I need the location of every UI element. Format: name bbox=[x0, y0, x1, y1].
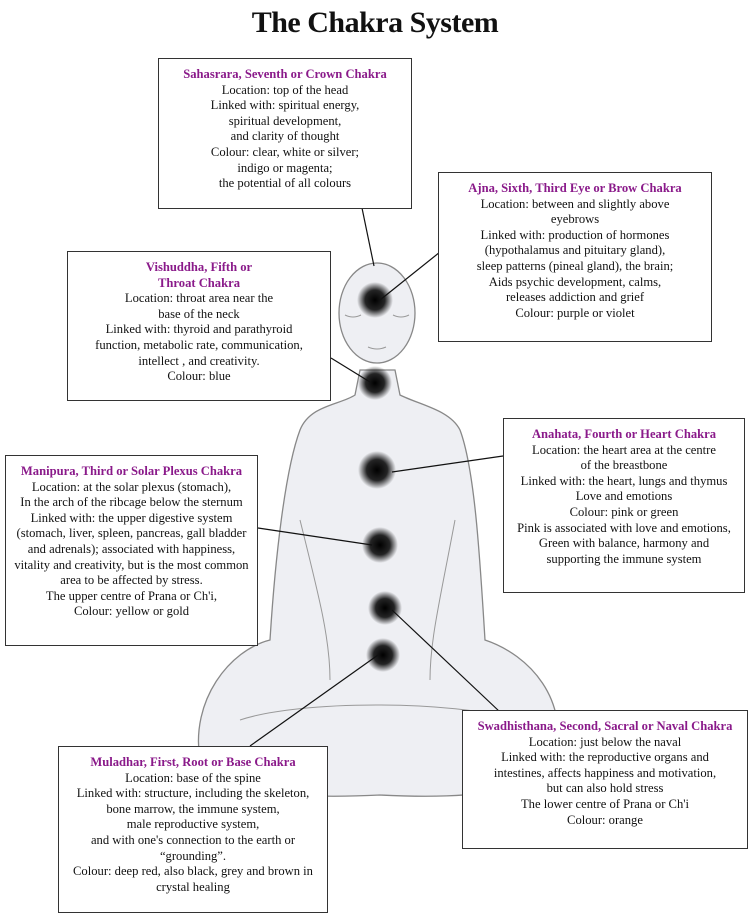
chakra-description-line: Colour: clear, white or silver; bbox=[210, 144, 360, 159]
chakra-description-line: Location: top of the head bbox=[221, 82, 349, 97]
chakra-description-line: Location: base of the spine bbox=[125, 770, 261, 785]
chakra-description-line: Linked with: spiritual energy, bbox=[210, 98, 360, 113]
chakra-description-line: bone marrow, the immune system, bbox=[106, 801, 280, 816]
chakra-description-line: Colour: orange bbox=[567, 812, 643, 827]
chakra-description-line: supporting the immune system bbox=[546, 551, 702, 566]
chakra-description-line: of the breastbone bbox=[580, 458, 668, 473]
chakra-description-line: vitality and creativity, but is the most… bbox=[14, 557, 249, 572]
muladhar-chakra-dot bbox=[366, 638, 400, 672]
chakra-description-line: sleep patterns (pineal gland), the brain… bbox=[476, 258, 674, 273]
chakra-heading: Ajna, Sixth, Third Eye or Brow Chakra bbox=[468, 181, 682, 195]
page-title: The Chakra System bbox=[251, 6, 499, 39]
chakra-description-line: and adrenals); associated with happiness… bbox=[27, 541, 236, 556]
vishuddha-chakra-dot bbox=[358, 366, 392, 400]
connector-manipura bbox=[257, 527, 373, 546]
chakra-description-line: Location: just below the naval bbox=[528, 734, 682, 749]
chakra-description-line: Location: the heart area at the centre bbox=[532, 442, 716, 457]
chakra-description-line: area to be affected by stress. bbox=[60, 573, 203, 588]
chakra-description-line: Pink is associated with love and emotion… bbox=[517, 520, 731, 535]
chakra-description-line: “grounding”. bbox=[159, 848, 227, 863]
chakra-description-line: intestines, affects happiness and motiva… bbox=[493, 765, 717, 780]
chakra-description-line: but can also hold stress bbox=[546, 781, 664, 796]
chakra-description-line: Green with balance, harmony and bbox=[538, 536, 710, 551]
chakra-description-line: Linked with: production of hormones bbox=[480, 227, 670, 242]
chakra-heading: Anahata, Fourth or Heart Chakra bbox=[531, 427, 717, 441]
connector-vishuddha bbox=[330, 357, 371, 383]
chakra-heading: Throat Chakra bbox=[158, 275, 240, 290]
chakra-description-line: Linked with: the heart, lungs and thymus bbox=[520, 473, 728, 488]
chakra-description-line: Aids psychic development, calms, bbox=[488, 274, 662, 289]
swadhisthana-box: Swadhisthana, Second, Sacral or Naval Ch… bbox=[462, 710, 748, 849]
body-outline bbox=[197, 262, 559, 797]
chakra-heading: Muladhar, First, Root or Base Chakra bbox=[90, 755, 296, 769]
chakra-description-line: the potential of all colours bbox=[218, 176, 352, 191]
chakra-description-line: Location: at the solar plexus (stomach), bbox=[31, 479, 232, 494]
chakra-heading: Sahasrara, Seventh or Crown Chakra bbox=[183, 67, 387, 81]
chakra-description-line: Love and emotions bbox=[575, 489, 673, 504]
chakra-description-line: spiritual development, bbox=[228, 113, 342, 128]
chakra-description-line: and clarity of thought bbox=[230, 129, 340, 144]
chakra-heading: Vishuddha, Fifth or bbox=[145, 260, 253, 274]
chakra-description-line: Linked with: structure, including the sk… bbox=[76, 786, 310, 801]
chakra-description-line: function, metabolic rate, communication, bbox=[95, 337, 303, 352]
chakra-description-line: (hypothalamus and pituitary gland), bbox=[484, 243, 666, 258]
chakra-description-line: indigo or magenta; bbox=[237, 160, 333, 175]
chakra-description-line: eyebrows bbox=[550, 212, 600, 227]
swadhisthana-chakra-dot bbox=[368, 591, 402, 625]
chakra-heading: Manipura, Third or Solar Plexus Chakra bbox=[20, 464, 243, 478]
connector-sahasrara bbox=[361, 207, 375, 267]
chakra-description-line: Linked with: thyroid and parathyroid bbox=[105, 322, 293, 337]
connector-muladhar bbox=[249, 654, 379, 747]
chakra-description-line: male reproductive system, bbox=[126, 817, 260, 832]
chakra-description-line: Colour: pink or green bbox=[569, 504, 679, 519]
chakra-description-line: crystal healing bbox=[156, 879, 230, 894]
ajna-chakra-dot bbox=[357, 282, 393, 318]
chakra-description-line: (stomach, liver, spleen, pancreas, gall … bbox=[16, 526, 247, 541]
chakra-description-line: Colour: deep red, also black, grey and b… bbox=[73, 864, 313, 879]
chakra-description-line: Linked with: the upper digestive system bbox=[30, 510, 233, 525]
anahata-chakra-dot bbox=[358, 451, 396, 489]
chakra-description-line: intellect , and creativity. bbox=[138, 353, 260, 368]
chakra-description-line: releases addiction and grief bbox=[505, 290, 645, 305]
chakra-description-line: Location: throat area near the bbox=[124, 291, 274, 306]
manipura-chakra-dot bbox=[362, 527, 398, 563]
chakra-description-line: Linked with: the reproductive organs and bbox=[501, 750, 709, 765]
chakra-description-line: Location: between and slightly above bbox=[480, 196, 670, 211]
connector-swadhisthana bbox=[391, 609, 501, 713]
chakra-description-line: The upper centre of Prana or Ch'i, bbox=[45, 588, 218, 603]
chakra-description-line: base of the neck bbox=[158, 306, 240, 321]
chakra-description-line: Colour: purple or violet bbox=[515, 305, 635, 320]
connector-ajna bbox=[379, 251, 441, 301]
chakra-description-line: Colour: yellow or gold bbox=[73, 604, 190, 619]
chakra-description-line: The lower centre of Prana or Ch'i bbox=[520, 796, 690, 811]
connector-lines bbox=[249, 207, 504, 747]
chakra-heading: Swadhisthana, Second, Sacral or Naval Ch… bbox=[477, 719, 733, 733]
chakra-description-line: Colour: blue bbox=[167, 369, 231, 384]
connector-anahata bbox=[391, 455, 504, 473]
chakra-description-line: and with one's connection to the earth o… bbox=[90, 832, 296, 847]
chakra-description-line: In the arch of the ribcage below the ste… bbox=[20, 495, 243, 510]
